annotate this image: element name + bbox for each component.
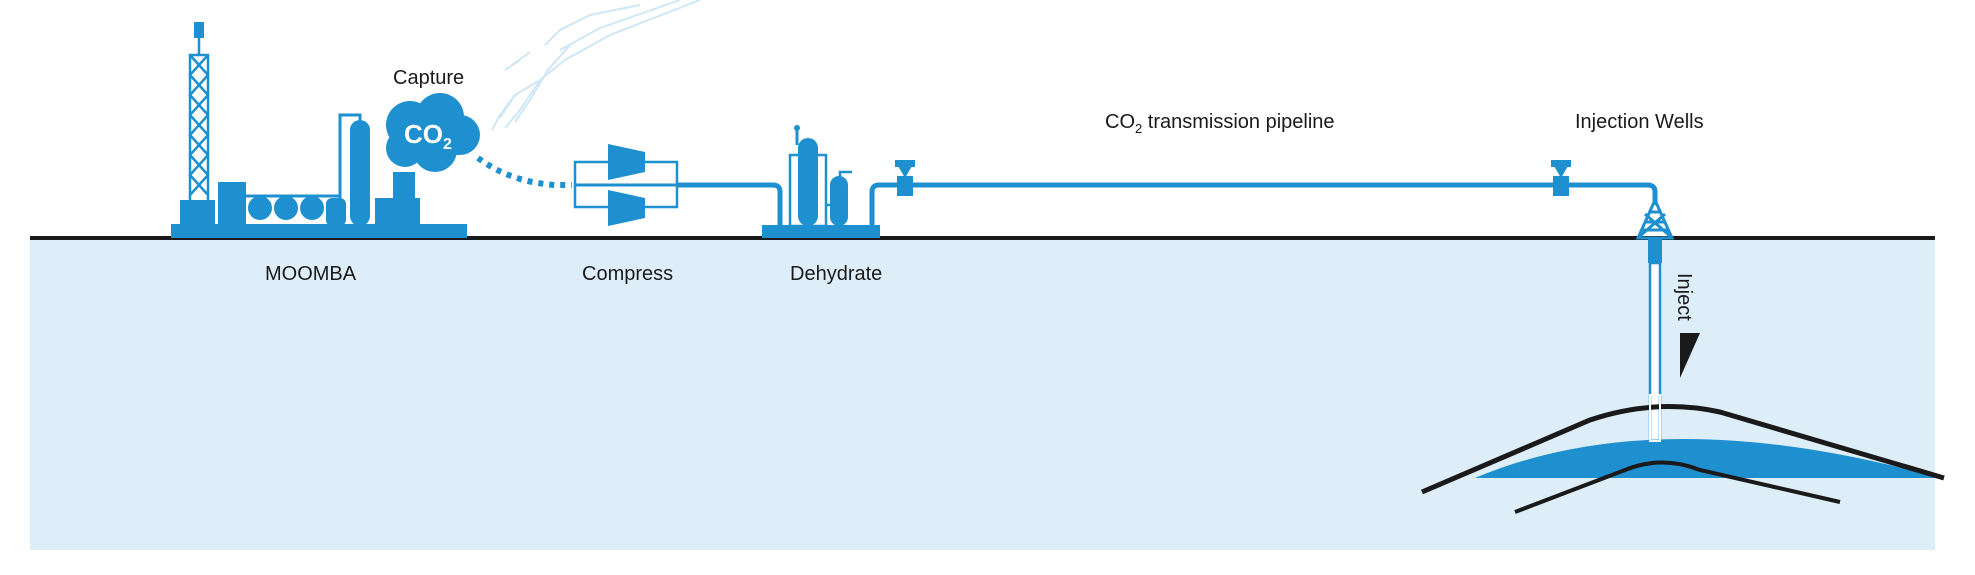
hand-illustration [491, 0, 701, 131]
co2-cloud: CO2 [386, 93, 480, 172]
co2-cloud-label: CO2 [404, 119, 452, 153]
moomba-plant [171, 22, 467, 238]
label-capture: Capture [393, 67, 464, 89]
label-moomba: MOOMBA [265, 263, 357, 285]
label-pipeline: CO2 transmission pipeline [1105, 111, 1335, 136]
label-injection-wells: Injection Wells [1575, 111, 1704, 133]
label-inject: Inject [1673, 273, 1695, 321]
transmission-pipeline [869, 182, 1658, 228]
dehydrator [762, 125, 880, 238]
label-compress: Compress [582, 263, 673, 285]
injection-well [1635, 196, 1675, 443]
label-dehydrate: Dehydrate [790, 263, 882, 285]
pipe-segment-1 [677, 182, 783, 228]
valve-1 [895, 160, 915, 196]
inject-arrow [1680, 333, 1700, 378]
underground-area [30, 238, 1935, 550]
capture-flow-line [476, 155, 572, 188]
reservoir [1421, 394, 1945, 514]
compressor [573, 144, 679, 226]
valve-2 [1551, 160, 1571, 196]
